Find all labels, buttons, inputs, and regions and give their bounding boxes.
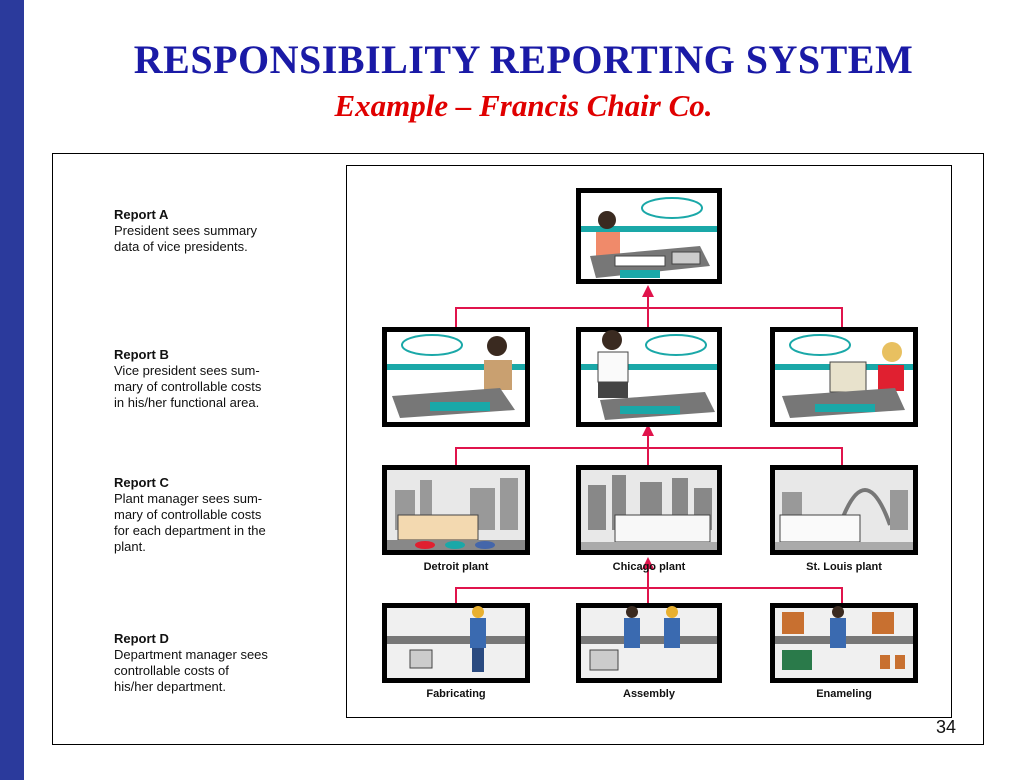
report-c: Report C Plant manager sees sum- mary of… — [114, 475, 314, 555]
factory-icon — [770, 465, 918, 555]
content-frame — [52, 153, 984, 745]
report-line: in his/her functional area. — [114, 395, 260, 410]
report-heading: Report A — [114, 207, 169, 222]
workers-icon — [382, 603, 530, 683]
report-heading: Report C — [114, 475, 169, 490]
page-number: 34 — [936, 717, 957, 737]
report-line: Department manager sees — [114, 647, 268, 662]
connectors — [455, 285, 843, 603]
report-line: Plant manager sees sum- — [114, 491, 263, 506]
report-line: Vice president sees sum- — [114, 363, 260, 378]
plant-label: St. Louis plant — [806, 561, 882, 573]
plant-label: Chicago plant — [612, 561, 686, 573]
report-line: his/her department. — [114, 679, 227, 694]
workers-icon — [576, 603, 722, 683]
report-heading: Report D — [114, 631, 169, 646]
factory-icon — [576, 465, 722, 555]
side-accent-bar — [0, 0, 24, 780]
report-d: Report D Department manager sees control… — [114, 631, 314, 695]
report-a: Report A President sees summary data of … — [114, 207, 314, 255]
president-at-desk-icon — [576, 188, 722, 284]
report-line: controllable costs of — [114, 663, 229, 678]
department-label: Assembly — [623, 688, 675, 700]
report-line: for each department in the — [114, 523, 266, 538]
report-line: data of vice presidents. — [114, 239, 248, 254]
report-line: mary of controllable costs — [114, 507, 262, 522]
report-line: mary of controllable costs — [114, 379, 262, 394]
department-label: Enameling — [816, 688, 872, 700]
connector-b-right — [648, 307, 843, 328]
factory-icon — [382, 465, 530, 555]
report-b: Report B Vice president sees sum- mary o… — [114, 347, 314, 411]
vp-at-computer-icon — [770, 327, 918, 427]
connector-d-right — [648, 587, 843, 603]
slide-title: RESPONSIBILITY REPORTING SYSTEM — [133, 37, 914, 82]
workers-icon — [770, 603, 918, 683]
plant-label: Detroit plant — [423, 561, 489, 573]
department-label: Fabricating — [426, 688, 486, 700]
vp-at-desk-icon — [382, 327, 530, 427]
connector-c-left — [455, 447, 648, 465]
connector-b-left — [455, 307, 648, 328]
org-chart-box — [346, 165, 952, 718]
connector-d-left — [455, 587, 648, 603]
report-line: President sees summary — [114, 223, 258, 238]
connector-c-right — [648, 447, 843, 465]
vp-at-desk-icon — [576, 327, 722, 427]
report-line: plant. — [114, 539, 146, 554]
report-heading: Report B — [114, 347, 169, 362]
slide-subtitle: Example – Francis Chair Co. — [334, 88, 713, 123]
